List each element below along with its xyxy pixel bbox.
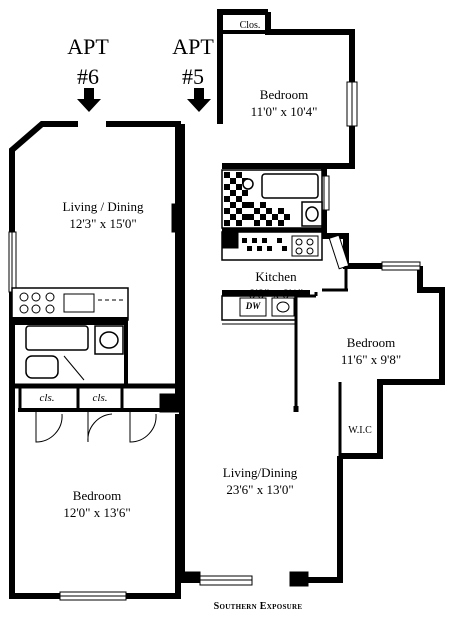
room-dimensions: 12'3" x 15'0" xyxy=(69,216,137,231)
apt5-number: #5 xyxy=(182,64,204,89)
apt5-label: APT #5 xyxy=(172,32,214,92)
bathroom-tile-pattern xyxy=(224,172,290,226)
apt6-walls xyxy=(9,121,181,599)
apt5-entry-arrow xyxy=(187,88,211,112)
room-name: Bedroom xyxy=(259,87,309,102)
closet-right-label: cls. xyxy=(92,392,108,404)
apt6-living-dining-label: Living / Dining 12'3" x 15'0" xyxy=(63,198,144,232)
dishwasher-label: DW xyxy=(245,301,261,311)
room-dimensions: 23'6" x 13'0" xyxy=(226,482,294,497)
closet-left-label: cls. xyxy=(39,392,55,404)
room-dimensions: 11'6" x 9'8" xyxy=(340,352,402,367)
room-dimensions: 8'8" x 8'1" xyxy=(248,286,304,301)
room-name: Living / Dining xyxy=(62,199,144,214)
kitchen-counter-pattern xyxy=(242,238,287,251)
room-dimensions: 12'0" x 13'6" xyxy=(63,505,131,520)
apt6-label-text: APT xyxy=(67,34,109,59)
southern-exposure-label: Southern Exposure xyxy=(213,601,303,612)
apt6-number: #6 xyxy=(77,64,99,89)
apt6-interior xyxy=(11,203,185,443)
room-name: Bedroom xyxy=(346,335,396,350)
entry-arrows xyxy=(77,88,211,112)
apt6-label: APT #6 xyxy=(67,32,109,92)
room-name: Kitchen xyxy=(255,269,297,284)
apt5-living-dining-label: Living/Dining 23'6" x 13'0" xyxy=(223,464,297,498)
apt5-kitchen-label: Kitchen 8'8" x 8'1" xyxy=(249,268,303,302)
apt6-windows xyxy=(8,231,127,601)
walk-in-closet-label: W.I.C xyxy=(348,425,372,436)
room-name: Bedroom xyxy=(72,488,122,503)
closet-clos-label: Clos. xyxy=(239,20,261,31)
apt5-interior xyxy=(181,30,348,587)
room-name: Living/Dining xyxy=(222,465,298,480)
room-dimensions: 11'0" x 10'4" xyxy=(250,104,318,119)
apt5-bedroom-right-label: Bedroom 11'6" x 9'8" xyxy=(341,334,401,368)
apt6-entry-arrow xyxy=(77,88,101,112)
apt5-bedroom-top-label: Bedroom 11'0" x 10'4" xyxy=(251,86,318,120)
apt5-label-text: APT xyxy=(172,34,214,59)
apt6-bedroom-label: Bedroom 12'0" x 13'6" xyxy=(63,487,130,521)
